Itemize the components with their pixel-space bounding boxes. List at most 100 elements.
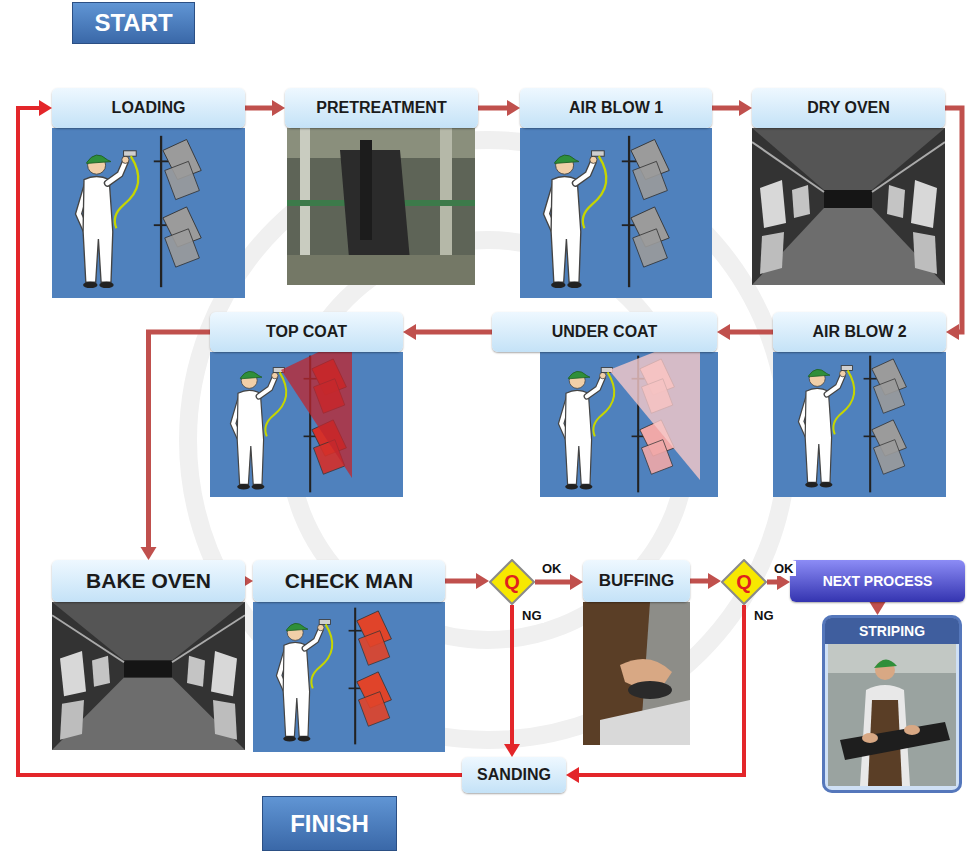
decision-diamond: Q <box>489 559 535 605</box>
edge-label: NG <box>752 608 776 623</box>
connector-line <box>945 108 962 332</box>
panel-header: STRIPING <box>825 618 959 644</box>
air-blow-picture-part <box>773 352 946 497</box>
step-label: AIR BLOW 1 <box>569 99 663 117</box>
striping-photo-part <box>862 733 878 743</box>
dry-oven-photo-part <box>752 128 945 285</box>
connector-line <box>414 330 492 335</box>
flow-arrow <box>945 108 962 340</box>
pretreatment-photo <box>287 128 475 285</box>
arrow-head <box>141 547 157 560</box>
edge-label: OK <box>772 561 796 576</box>
next-process-box: NEXT PROCESS <box>790 560 965 602</box>
flow-arrow <box>690 573 721 589</box>
air-blow-picture <box>773 352 946 497</box>
step-label: FINISH <box>290 810 369 838</box>
striping-photo-part <box>822 615 962 793</box>
process-box: UNDER COAT <box>492 312 717 352</box>
process-panel: STRIPING <box>822 615 962 793</box>
bake-oven-photo-part <box>52 602 245 750</box>
process-box: SANDING <box>462 757 566 793</box>
edge-label: NG <box>520 608 544 623</box>
air-blow-picture-part <box>801 366 854 488</box>
check-man-picture-part <box>279 620 332 742</box>
connector-line <box>245 106 274 111</box>
loading-picture-part <box>154 136 201 287</box>
top-coat-picture <box>210 336 403 497</box>
process-box: CHECK MAN <box>253 560 445 602</box>
flow-arrow <box>870 602 886 615</box>
arrow-head <box>39 100 52 116</box>
flow-arrow <box>445 573 489 589</box>
edge-label: OK <box>540 561 564 576</box>
loading-picture-part <box>79 151 139 288</box>
pretreatment-photo-part <box>287 128 475 285</box>
under-coat-picture-part <box>609 334 700 480</box>
check-man-picture-part <box>349 608 392 745</box>
arrow-head <box>507 100 520 116</box>
process-box: TOP COAT <box>210 312 403 352</box>
buffing-photo-part <box>583 602 690 745</box>
step-label: PRETREATMENT <box>316 99 446 117</box>
loading-picture <box>52 128 245 298</box>
step-label: BUFFING <box>599 571 675 591</box>
flow-arrow <box>717 324 773 340</box>
process-box: BUFFING <box>583 560 690 602</box>
diamond-outline <box>722 560 766 604</box>
decision-label: Q <box>504 571 520 594</box>
air-blow-picture <box>520 128 712 298</box>
connector-line <box>149 332 211 549</box>
arrow-head <box>870 602 886 615</box>
flow-arrow <box>712 100 752 116</box>
step-label: DRY OVEN <box>807 99 890 117</box>
check-man-picture <box>253 602 445 752</box>
under-coat-picture-part <box>561 368 614 490</box>
air-blow-picture-part <box>547 151 607 288</box>
air-blow-picture-part <box>622 136 669 287</box>
process-box: BAKE OVEN <box>52 560 245 602</box>
connector-line <box>445 579 478 584</box>
process-box: DRY OVEN <box>752 88 945 128</box>
buffing-photo <box>583 602 690 745</box>
top-coat-picture-part <box>281 336 352 478</box>
striping-photo-part <box>904 725 920 735</box>
start-terminal: START <box>72 2 195 44</box>
decision-label: Q <box>736 571 752 594</box>
flow-arrow <box>566 605 744 783</box>
connector-line <box>728 330 773 335</box>
air-blow-picture-part <box>520 128 712 298</box>
step-label: STRIPING <box>859 623 925 639</box>
flow-arrow <box>767 574 790 590</box>
arrow-head <box>739 100 752 116</box>
arrow-head <box>476 573 489 589</box>
striping-photo-part <box>828 643 956 786</box>
flow-arrow <box>535 574 583 590</box>
under-coat-picture <box>540 334 718 497</box>
process-box: LOADING <box>52 88 245 128</box>
arrow-head <box>272 100 285 116</box>
arrow-head <box>504 744 520 757</box>
check-man-picture-part <box>253 602 445 752</box>
flow-arrow <box>18 100 462 775</box>
step-label: CHECK MAN <box>285 569 413 593</box>
process-box: AIR BLOW 1 <box>520 88 712 128</box>
arrow-head <box>717 324 730 340</box>
connector-line <box>510 605 514 746</box>
connector-line <box>535 580 572 585</box>
step-label: TOP COAT <box>266 323 347 341</box>
step-label: SANDING <box>477 766 551 784</box>
dry-oven-photo <box>752 128 945 285</box>
connector-line <box>18 108 462 775</box>
striping-photo-part <box>840 722 950 760</box>
step-label: AIR BLOW 2 <box>812 323 906 341</box>
connector-line <box>478 106 509 111</box>
diamond-outline <box>490 560 534 604</box>
pretreatment-photo-part <box>287 255 475 285</box>
decision-diamond: Q <box>721 559 767 605</box>
arrow-head <box>403 324 416 340</box>
flow-arrow <box>504 605 520 757</box>
arrow-head <box>777 574 790 590</box>
pretreatment-photo-part <box>340 150 410 270</box>
step-label: START <box>94 9 172 37</box>
